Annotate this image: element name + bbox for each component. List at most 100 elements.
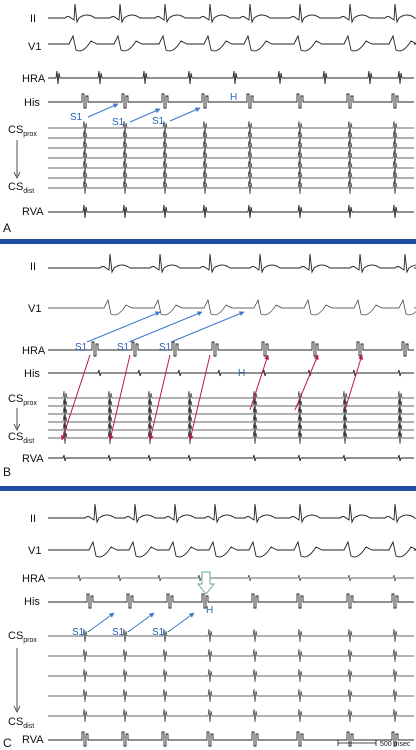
panel-letter-c: C — [3, 736, 12, 750]
trace-cs-5 — [48, 708, 414, 723]
lead-label-cs-prox: CSprox — [8, 124, 37, 138]
retrograde-arrow — [61, 354, 91, 441]
trace-v1 — [48, 34, 416, 52]
lead-label-rva: RVA — [22, 206, 44, 218]
traces-panel-c — [48, 503, 416, 747]
conduction-arrow — [170, 311, 245, 343]
stimulus-label-s1: S1 — [152, 116, 165, 127]
panel-letter-b: B — [3, 465, 11, 479]
lead-label-his: His — [24, 596, 40, 608]
conduction-arrow — [86, 311, 161, 343]
retrograde-arrow — [188, 354, 211, 441]
lead-label-his: His — [24, 368, 40, 380]
annotations-panel-b: S1 S1 S1H — [61, 311, 364, 441]
lead-label-ii: II — [30, 513, 36, 525]
stimulus-label-s1: S1 — [117, 342, 130, 353]
trace-cs-6 — [48, 170, 414, 185]
lead-label-hra: HRA — [22, 573, 46, 585]
trace-cs-2 — [48, 398, 414, 413]
scale-bar-label: 500 msec — [380, 741, 411, 748]
trace-ii — [48, 503, 416, 524]
cs-down-arrow — [13, 140, 21, 179]
lead-label-v1: V1 — [28, 545, 41, 557]
lead-label-cs-dist: CSdist — [8, 431, 34, 445]
lead-label-cs-prox: CSprox — [8, 630, 37, 644]
stimulus-label-s1: S1 — [152, 627, 165, 638]
trace-hra — [48, 70, 414, 85]
conduction-arrow — [87, 103, 119, 118]
lead-label-hra: HRA — [22, 73, 46, 85]
cs-down-arrow — [13, 648, 21, 713]
his-label-h: H — [206, 605, 213, 616]
cs-down-arrow — [13, 408, 21, 431]
retrograde-arrow — [294, 354, 319, 411]
trace-cs-3 — [48, 406, 414, 421]
conduction-arrow — [87, 612, 115, 633]
conduction-arrow — [129, 108, 161, 123]
his-label-h: H — [230, 92, 237, 103]
trace-cs-7 — [48, 180, 414, 195]
trace-cs-4 — [48, 688, 414, 703]
trace-his — [48, 369, 414, 377]
stimulus-label-s1: S1 — [72, 627, 85, 638]
trace-v1 — [48, 298, 416, 316]
lead-label-rva: RVA — [22, 453, 44, 465]
trace-hra — [48, 574, 414, 582]
trace-ii — [48, 253, 416, 274]
lead-label-hra: HRA — [22, 345, 46, 357]
trace-cs-6 — [48, 430, 414, 445]
conduction-arrow — [167, 612, 195, 633]
trace-cs-5 — [48, 422, 414, 437]
annotations-panel-a: S1 S1 S1 H — [70, 92, 237, 128]
panel-c: II V1 HRA His CSprox CSdist RVA RVA S1S1… — [3, 503, 416, 750]
lead-label-ii: II — [30, 13, 36, 25]
block-arrow-icon — [196, 571, 216, 595]
lead-label-cs-dist: CSdist — [8, 181, 34, 195]
trace-cs-1 — [48, 628, 414, 643]
retrograde-arrow — [148, 354, 171, 441]
conduction-arrow — [127, 612, 155, 633]
conduction-arrow — [128, 311, 203, 343]
trace-cs-4 — [48, 150, 414, 165]
annotations-panel-c: S1 S1 S1 H — [72, 571, 216, 638]
scale-bar: 500 msec — [337, 740, 411, 748]
lead-label-v1: V1 — [28, 303, 41, 315]
stimulus-label-s1: S1 — [112, 117, 125, 128]
his-label-h: H — [238, 368, 245, 379]
panel-letter-a: A — [3, 221, 11, 235]
trace-cs-1 — [48, 120, 414, 135]
retrograde-arrow — [108, 354, 131, 441]
lead-label-rva-visible: RVA — [22, 734, 44, 746]
lead-label-his: His — [24, 97, 40, 109]
stimulus-label-s1: S1 — [112, 627, 125, 638]
lead-label-ii: II — [30, 261, 36, 273]
trace-hra — [48, 341, 414, 357]
trace-cs-4 — [48, 414, 414, 429]
trace-ii — [48, 3, 416, 24]
panel-divider-1 — [0, 239, 416, 244]
trace-rva — [48, 204, 414, 219]
trace-cs-1 — [48, 390, 414, 405]
retrograde-arrow — [344, 354, 364, 411]
trace-cs-2 — [48, 130, 414, 145]
lead-label-cs-prox: CSprox — [8, 393, 37, 407]
trace-cs-2 — [48, 648, 414, 663]
lead-label-v1: V1 — [28, 41, 41, 53]
retrograde-arrow — [249, 354, 269, 411]
trace-cs-3 — [48, 668, 414, 683]
stimulus-label-s1: S1 — [75, 342, 88, 353]
stimulus-label-s1: S1 — [159, 342, 172, 353]
stimulus-label-s1: S1 — [70, 112, 83, 123]
trace-cs-5 — [48, 160, 414, 175]
trace-his — [48, 93, 414, 109]
trace-his — [48, 593, 414, 609]
trace-rva — [48, 454, 414, 462]
trace-cs-3 — [48, 140, 414, 155]
panel-divider-2 — [0, 486, 416, 491]
trace-rva — [48, 731, 414, 747]
trace-v1 — [48, 540, 416, 558]
traces-panel-a — [48, 3, 416, 219]
